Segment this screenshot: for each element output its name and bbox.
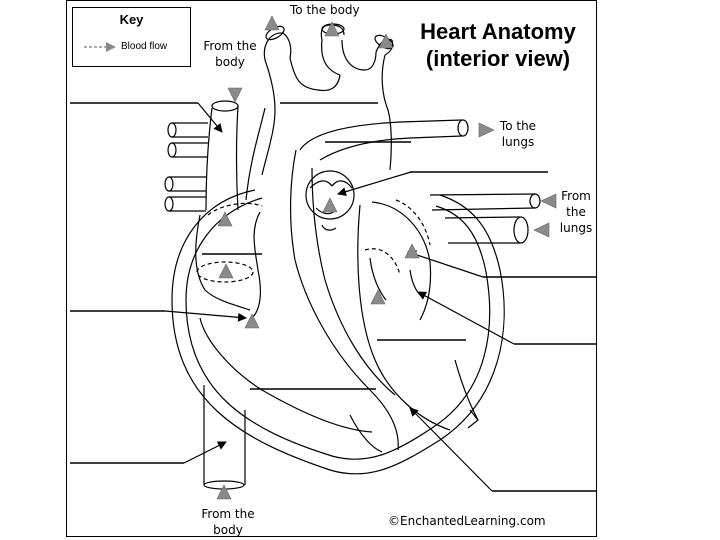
heart-chambers bbox=[195, 149, 479, 453]
flow-arrow-left-lungs-1 bbox=[540, 193, 557, 209]
heart-outline bbox=[171, 189, 505, 475]
label-from-the-body-lower: From the body bbox=[196, 506, 260, 538]
key-title: Key bbox=[119, 12, 144, 27]
title-line-2: (interior view) bbox=[425, 46, 571, 71]
flow-arrow-ra-1 bbox=[217, 211, 233, 227]
diagram-frame bbox=[66, 0, 597, 537]
pointer-arrow-2 bbox=[337, 171, 412, 197]
pointer-arrow-3 bbox=[407, 250, 484, 278]
superior-vena-cava bbox=[164, 100, 239, 212]
blood-flow-arrow-icon bbox=[84, 41, 116, 52]
title-line-1: Heart Anatomy bbox=[420, 19, 576, 44]
key-blood-flow-label: Blood flow bbox=[121, 41, 168, 52]
flow-arrow-up-1 bbox=[264, 15, 280, 31]
key-box: Key Blood flow bbox=[72, 7, 191, 67]
label-from-the-body-lower-line1: From the bbox=[201, 507, 255, 521]
key-blood-flow-row: Blood flow bbox=[83, 41, 167, 52]
blood-flow-arrows bbox=[216, 15, 557, 500]
flow-arrow-ra-2 bbox=[218, 263, 234, 279]
flow-arrow-left-lungs-2 bbox=[533, 222, 550, 238]
flow-arrow-up-ivc bbox=[216, 484, 232, 500]
label-from-the-lungs: From the lungs bbox=[556, 188, 596, 236]
pulmonary-artery bbox=[299, 119, 469, 161]
flow-arrow-aortic bbox=[322, 197, 338, 213]
aorta bbox=[245, 23, 394, 201]
flow-arrow-lv bbox=[370, 289, 386, 305]
pointer-arrow-4 bbox=[164, 310, 247, 322]
label-from-the-lungs-line3: lungs bbox=[559, 221, 593, 235]
flow-arrow-down-svc bbox=[227, 87, 243, 103]
left-pulmonary-veins bbox=[429, 193, 541, 244]
label-to-the-body-top: To the body bbox=[290, 3, 360, 17]
flow-arrow-la bbox=[404, 243, 420, 259]
flow-arrow-up-2 bbox=[324, 21, 340, 37]
label-from-the-lungs-line2: the bbox=[566, 205, 586, 219]
flow-arrow-right-lungs bbox=[478, 122, 495, 138]
copyright: ©EnchantedLearning.com bbox=[388, 514, 546, 528]
flow-arrow-rv bbox=[244, 313, 260, 329]
pointer-arrow-1 bbox=[197, 102, 223, 133]
pointer-arrow-6 bbox=[183, 441, 227, 464]
diagram-title: Heart Anatomy (interior view) bbox=[398, 18, 598, 72]
label-from-the-body-upper: From the body bbox=[198, 38, 262, 70]
pointer-arrows bbox=[164, 102, 515, 492]
label-from-the-body-upper-line1: From the bbox=[203, 39, 257, 53]
flow-arrow-up-3 bbox=[378, 33, 394, 49]
label-to-the-lungs-line1: To the bbox=[499, 119, 537, 133]
pointer-arrow-7 bbox=[409, 407, 493, 492]
label-to-the-lungs: To the lungs bbox=[492, 118, 544, 150]
label-to-the-lungs-line2: lungs bbox=[501, 135, 535, 149]
label-from-the-body-upper-line2: body bbox=[215, 55, 245, 69]
pointer-arrow-5 bbox=[417, 291, 515, 345]
label-from-the-lungs-line1: From bbox=[561, 189, 591, 203]
label-from-the-body-lower-line2: body bbox=[213, 523, 243, 537]
label-blank-lines bbox=[70, 102, 596, 492]
